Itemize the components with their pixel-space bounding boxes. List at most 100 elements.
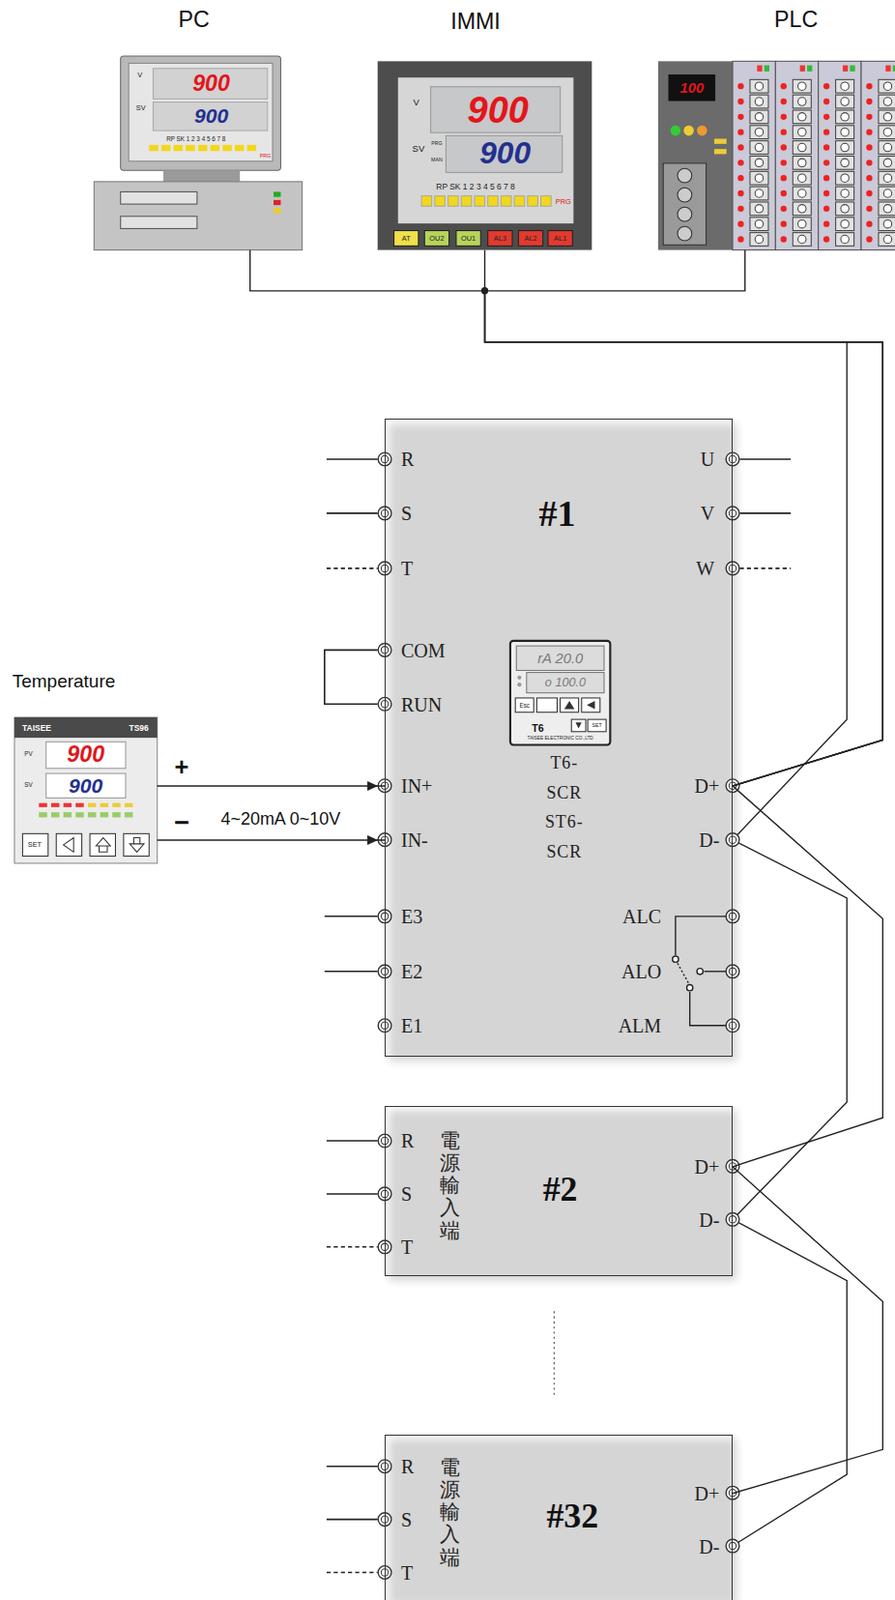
- plc-illustration: [754, 97, 763, 106]
- plc-illustration: [840, 189, 849, 198]
- plc-illustration: [677, 226, 693, 241]
- plc-illustration: [754, 82, 763, 90]
- display-digits: 900: [467, 91, 529, 129]
- device-heading: Temperature: [12, 671, 116, 691]
- relay-contact: [687, 984, 693, 991]
- terminal-label: E1: [401, 1015, 423, 1036]
- plc-illustration: [780, 83, 787, 89]
- plc-illustration: [836, 125, 855, 140]
- terminal-label: D+: [694, 776, 721, 796]
- plc-illustration: [780, 190, 787, 197]
- plc-illustration: [823, 98, 830, 105]
- power-wire: [739, 567, 791, 570]
- hmi-illustration: [541, 196, 552, 207]
- temperature-controller: [75, 811, 84, 817]
- pc-illustration: [210, 144, 220, 151]
- plc-illustration: [792, 186, 811, 201]
- pc-illustration: [173, 144, 183, 151]
- power-wire: [324, 459, 791, 1573]
- plc-illustration: [866, 144, 872, 150]
- plc-illustration: [823, 205, 830, 212]
- plc-illustration: [878, 186, 895, 201]
- terminal-label: E2: [401, 961, 423, 982]
- plc-illustration: [737, 98, 744, 105]
- device-heading: PC: [177, 8, 209, 31]
- pc-illustration: [93, 56, 302, 251]
- power-wire: [326, 567, 378, 570]
- plc-illustration: [750, 141, 769, 155]
- hmi-illustration: [500, 196, 512, 207]
- plc-illustration: [878, 155, 895, 170]
- pc-illustration: [234, 144, 244, 151]
- hmi-illustration: [456, 230, 481, 247]
- temperature-controller: [87, 803, 96, 808]
- plc-illustration: [737, 235, 744, 242]
- plc-illustration: [792, 155, 811, 170]
- plc-illustration: [866, 159, 872, 166]
- plc-illustration: [823, 221, 830, 228]
- display-digits: 900: [479, 139, 531, 171]
- signal-wire: [732, 785, 883, 1167]
- plc-illustration: [823, 144, 830, 150]
- hmi-illustration: [424, 230, 449, 247]
- plc-illustration: [750, 186, 769, 201]
- plc-illustration: [658, 60, 733, 250]
- relay-contact: [672, 955, 679, 962]
- plc-illustration: [750, 125, 769, 140]
- plc-illustration: [836, 94, 855, 109]
- plc-illustration: [663, 163, 706, 245]
- plc-illustration: [780, 221, 787, 228]
- continuation-dots: [553, 1310, 555, 1398]
- temperature-controller: [112, 811, 120, 817]
- controller-panel: [510, 640, 610, 746]
- power-wire: [324, 970, 378, 973]
- plc-illustration: [823, 83, 830, 89]
- plc-illustration: [878, 202, 895, 216]
- scr-unit: #2電源輸入端: [384, 1105, 733, 1276]
- hmi-illustration: [394, 230, 419, 247]
- signal-wire: [157, 838, 385, 840]
- plc-illustration: [792, 217, 811, 231]
- hmi-illustration: [445, 135, 562, 173]
- plc-illustration: [750, 94, 769, 109]
- hmi-illustration: [518, 230, 543, 247]
- plc-illustration: [780, 235, 787, 242]
- terminal-label: ALM: [618, 1015, 663, 1036]
- temperature-controller: [46, 773, 126, 798]
- terminal-label: D+: [694, 1483, 721, 1503]
- plc-illustration: [883, 189, 892, 198]
- bus-wire: [732, 1218, 847, 1546]
- plc-illustration: [677, 187, 693, 203]
- plc-illustration: [866, 235, 872, 242]
- plc-illustration: [750, 110, 769, 124]
- power-wire: [324, 915, 378, 918]
- mode-label: MAN: [431, 157, 443, 163]
- pc-illustration: [273, 207, 281, 213]
- plc-illustration: [840, 113, 849, 121]
- plc-illustration: [798, 113, 807, 121]
- controller-panel: [526, 672, 605, 693]
- plc-illustration: [798, 158, 807, 167]
- terminal-label: R: [401, 1456, 414, 1476]
- button-label: OU1: [461, 234, 476, 242]
- temperature-controller: [56, 833, 82, 856]
- plc-illustration: [836, 141, 855, 155]
- plc-illustration: [798, 173, 807, 182]
- unit-number: #2: [543, 1172, 578, 1208]
- plc-illustration: [750, 202, 769, 216]
- mode-label: PRG: [431, 141, 442, 146]
- plc-illustration: [840, 173, 849, 182]
- plc-illustration: [737, 129, 744, 136]
- scr-unit: #32電源輸入端: [384, 1434, 733, 1600]
- temperature-controller: [112, 803, 120, 808]
- plc-illustration: [818, 60, 862, 250]
- terminal-label: D+: [694, 1156, 721, 1177]
- display-digits: 900: [194, 106, 229, 127]
- plc-illustration: [878, 171, 895, 185]
- terminal-label: U: [700, 449, 715, 469]
- terminal-label: ALO: [621, 961, 662, 982]
- plc-illustration: [836, 232, 855, 247]
- plc-illustration: [840, 158, 849, 167]
- signal-wire: [485, 250, 884, 786]
- plc-illustration: [840, 219, 849, 228]
